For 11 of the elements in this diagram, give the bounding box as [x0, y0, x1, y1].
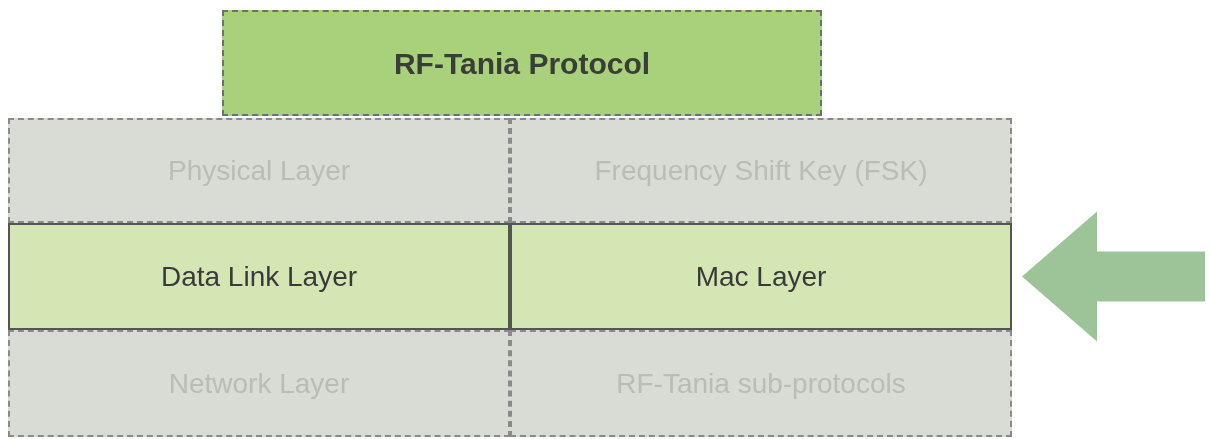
layer-label: Data Link Layer — [160, 259, 358, 294]
layer-box — [510, 330, 1012, 437]
layer-box — [510, 223, 1012, 330]
layer-box — [8, 330, 510, 437]
layer-box — [510, 118, 1012, 223]
layer-label: Mac Layer — [695, 259, 827, 294]
layer-label: RF-Tania Protocol — [393, 45, 651, 82]
block-arrow — [1022, 211, 1205, 342]
layer-box — [8, 118, 510, 223]
layer-box — [222, 10, 822, 116]
layer-box — [8, 223, 510, 330]
